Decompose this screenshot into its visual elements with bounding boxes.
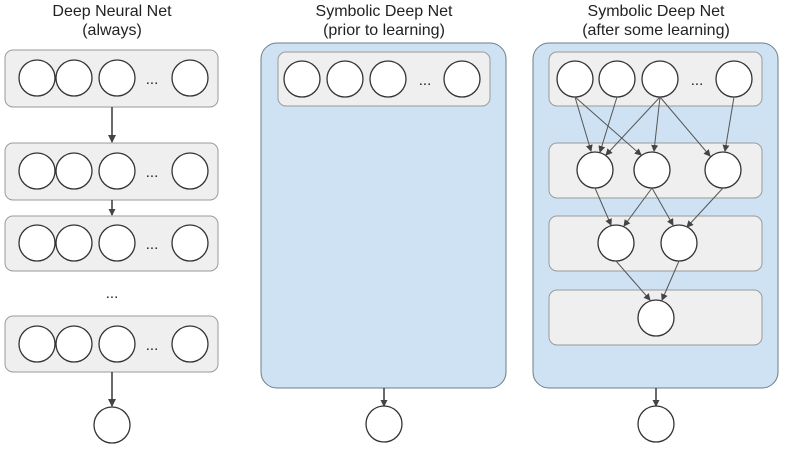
more-layers-ellipsis: ... <box>106 285 119 302</box>
sdn-after-input-layer: ... <box>548 51 763 107</box>
column-1-title: Deep Neural Net (always) <box>0 2 232 40</box>
connection-edge <box>615 260 651 301</box>
neuron <box>369 60 407 98</box>
neuron <box>18 152 56 190</box>
neuron <box>704 151 742 189</box>
neuron <box>715 60 753 98</box>
connection-edge <box>686 187 724 228</box>
neuron <box>556 60 594 98</box>
column-1-title-line2: (always) <box>82 22 142 39</box>
connection-edge <box>659 96 711 157</box>
connection-edge <box>661 260 680 301</box>
sdn-after-hidden-layer-2 <box>548 215 763 272</box>
connection-edge <box>594 187 612 226</box>
sdn-prior-input-layer: ... <box>277 51 491 107</box>
column-1-title-line1: Deep Neural Net <box>52 3 172 20</box>
neuron <box>98 59 136 97</box>
column-3-title-line2: (after some learning) <box>582 22 730 39</box>
neuron <box>18 59 56 97</box>
output-node <box>365 405 403 443</box>
neuron <box>55 152 93 190</box>
dnn-layer-2: ... <box>4 142 219 201</box>
output-node <box>93 406 131 444</box>
ellipsis-label: ... <box>146 236 159 253</box>
column-2-title-line1: Symbolic Deep Net <box>315 3 453 20</box>
column-2-title-line2: (prior to learning) <box>323 22 445 39</box>
connection-edge <box>722 96 735 152</box>
neuron <box>98 152 136 190</box>
ellipsis-label: ... <box>146 164 159 181</box>
neuron <box>171 224 209 262</box>
connection-edge <box>651 187 674 226</box>
column-3-title: Symbolic Deep Net (after some learning) <box>536 2 776 40</box>
neuron <box>633 151 671 189</box>
dnn-layer-3: ... <box>4 215 219 272</box>
neuron <box>18 224 56 262</box>
output-node <box>637 405 675 443</box>
connection-edge <box>574 96 593 152</box>
neuron <box>660 224 698 262</box>
neuron <box>55 224 93 262</box>
neuron <box>576 151 614 189</box>
sdn-after-hidden-layer-1 <box>548 142 763 199</box>
ellipsis-label: ... <box>691 72 704 89</box>
sdn-after-column: ... <box>532 42 779 443</box>
connection-edge <box>605 96 661 156</box>
neuron <box>171 59 209 97</box>
connection-edge <box>651 96 661 152</box>
neuron <box>18 325 56 363</box>
sdn-after-hidden-layer-3 <box>548 289 763 346</box>
neuron <box>597 224 635 262</box>
column-3-title-line1: Symbolic Deep Net <box>587 3 725 20</box>
neuron <box>98 325 136 363</box>
ellipsis-label: ... <box>146 337 159 354</box>
column-2-title: Symbolic Deep Net (prior to learning) <box>264 2 504 40</box>
neuron <box>98 224 136 262</box>
neuron <box>598 60 636 98</box>
neuron <box>326 60 364 98</box>
neuron <box>443 60 481 98</box>
neuron <box>171 152 209 190</box>
dnn-layer-1: ... <box>4 49 219 108</box>
dnn-column: ... ... ... ... ... <box>4 49 219 444</box>
sdn-prior-column: ... <box>260 42 507 443</box>
neuron <box>55 325 93 363</box>
learned-connections <box>574 96 735 301</box>
dnn-layer-last: ... <box>4 315 219 373</box>
neuron <box>283 60 321 98</box>
connection-edge <box>623 187 653 227</box>
neuron <box>171 325 209 363</box>
neuron <box>641 60 679 98</box>
ellipsis-label: ... <box>419 72 432 89</box>
connection-edge <box>598 96 618 153</box>
neuron <box>637 299 675 337</box>
neuron <box>55 59 93 97</box>
ellipsis-label: ... <box>146 71 159 88</box>
